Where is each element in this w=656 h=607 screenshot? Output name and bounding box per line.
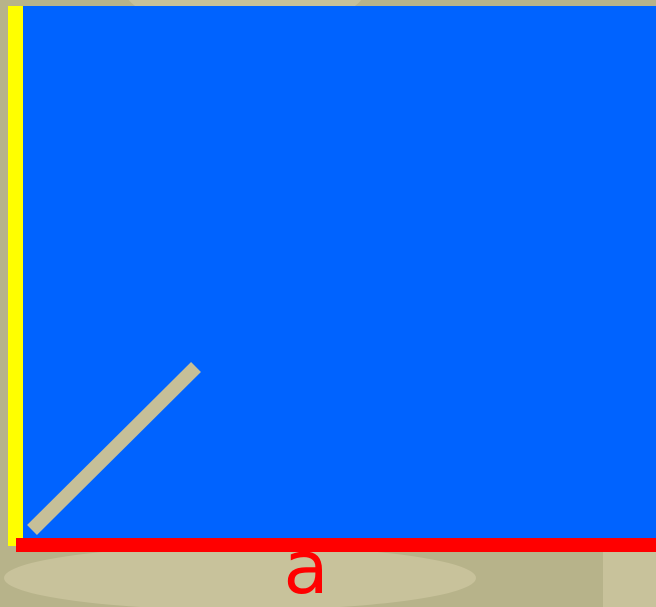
bottom-edge-highlight — [16, 538, 656, 552]
bottom-edge-label: a — [283, 525, 329, 607]
left-edge-highlight — [8, 6, 23, 546]
blue-rectangle — [22, 6, 656, 538]
